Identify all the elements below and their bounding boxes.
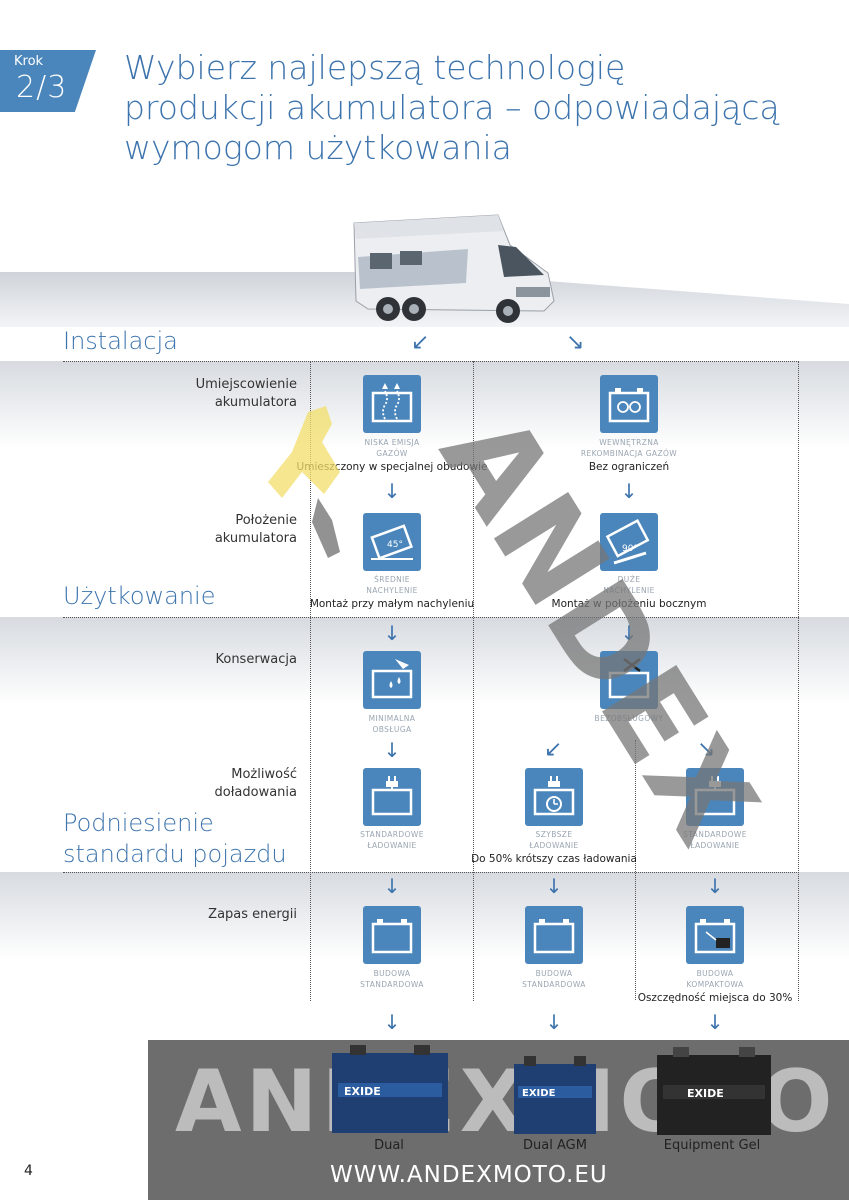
arrow-down-left-icon: ↙ (544, 737, 563, 762)
arrow-down-icon: ↓ (545, 1010, 563, 1034)
grid-line (473, 361, 474, 1001)
minimal-maintenance-icon (363, 651, 421, 709)
standard-charging-icon (686, 768, 744, 826)
step-label: Krok (14, 54, 44, 69)
battery-image-equipment-gel: EXIDE (655, 1045, 773, 1137)
title-line-3: wymogom użytkowania (124, 128, 512, 167)
arrow-down-icon: ↓ (706, 1010, 724, 1034)
row-label-konserwacja: Konserwacja (215, 652, 297, 667)
compact-build-icon (686, 906, 744, 964)
section-instalacja: Instalacja (63, 327, 178, 355)
arrow-down-icon: ↓ (383, 621, 401, 645)
arrow-down-icon: ↓ (383, 738, 401, 762)
band-instalacja (0, 361, 849, 449)
description: Montaż przy małym nachyleniu (309, 598, 475, 610)
standard-charging-icon (363, 768, 421, 826)
arrow-down-icon: ↓ (383, 874, 401, 898)
battery-name-dual: Dual (374, 1138, 404, 1153)
svg-text:EXIDE: EXIDE (522, 1088, 556, 1099)
arrow-down-icon: ↓ (545, 874, 563, 898)
arrow-down-icon: ↓ (383, 1010, 401, 1034)
band-uzytkowanie (0, 617, 849, 705)
maintenance-free-icon (600, 651, 658, 709)
section-uzytkowanie: Użytkowanie (63, 582, 216, 610)
arrow-down-right-icon: ↘ (697, 737, 716, 762)
page-number: 4 (24, 1163, 33, 1179)
title-line-2: produkcji akumulatora – odpowiadającą (124, 88, 780, 127)
arrow-down-icon: ↓ (620, 621, 638, 645)
battery-name-dual-agm: Dual AGM (523, 1138, 587, 1153)
battery-image-dual: EXIDE (330, 1043, 450, 1135)
standard-build-icon (525, 906, 583, 964)
fast-charging-icon (525, 768, 583, 826)
low-gas-emission-icon (363, 375, 421, 433)
description: Oszczędność miejsca do 30% (637, 992, 793, 1004)
grid-line (635, 740, 636, 1000)
description: Bez ograniczeń (588, 461, 670, 473)
divider (63, 361, 799, 362)
step-number: 2/3 (16, 70, 68, 105)
grid-line (310, 361, 311, 1001)
svg-text:EXIDE: EXIDE (344, 1085, 381, 1098)
arrow-down-left-icon: ↙ (411, 330, 430, 355)
description: Umieszczony w specjalnej obudowie (296, 461, 488, 473)
gas-recombination-icon (600, 375, 658, 433)
step-badge: Krok 2/3 (0, 50, 96, 112)
arrow-down-icon: ↓ (706, 874, 724, 898)
arrow-down-icon: ↓ (620, 479, 638, 503)
standard-build-icon (363, 906, 421, 964)
camper-image (348, 205, 560, 330)
battery-image-dual-agm: EXIDE (512, 1054, 598, 1136)
row-label-zapas: Zapas energii (208, 907, 297, 922)
watermark-horse-logo (262, 402, 362, 562)
svg-text:45°: 45° (387, 540, 403, 550)
description: Montaż w położeniu bocznym (551, 598, 707, 610)
svg-text:90°: 90° (622, 544, 638, 554)
title-line-1: Wybierz najlepszą technologię (124, 48, 626, 87)
arrow-down-right-icon: ↘ (566, 330, 585, 355)
svg-text:EXIDE: EXIDE (687, 1087, 724, 1100)
tilt-45-icon: 45° (363, 513, 421, 571)
page-title: Wybierz najlepszą technologię produkcji … (124, 48, 824, 168)
tilt-90-icon: 90° (600, 513, 658, 571)
arrow-down-icon: ↓ (383, 479, 401, 503)
divider (63, 872, 799, 873)
caption: BEZOBSŁUGOWY (594, 714, 664, 723)
watermark-url: WWW.ANDEXMOTO.EU (330, 1162, 608, 1188)
battery-name-equipment-gel: Equipment Gel (663, 1138, 761, 1153)
grid-line (798, 361, 799, 1001)
divider (63, 617, 799, 618)
description: Do 50% krótszy czas ładowania (471, 853, 637, 865)
